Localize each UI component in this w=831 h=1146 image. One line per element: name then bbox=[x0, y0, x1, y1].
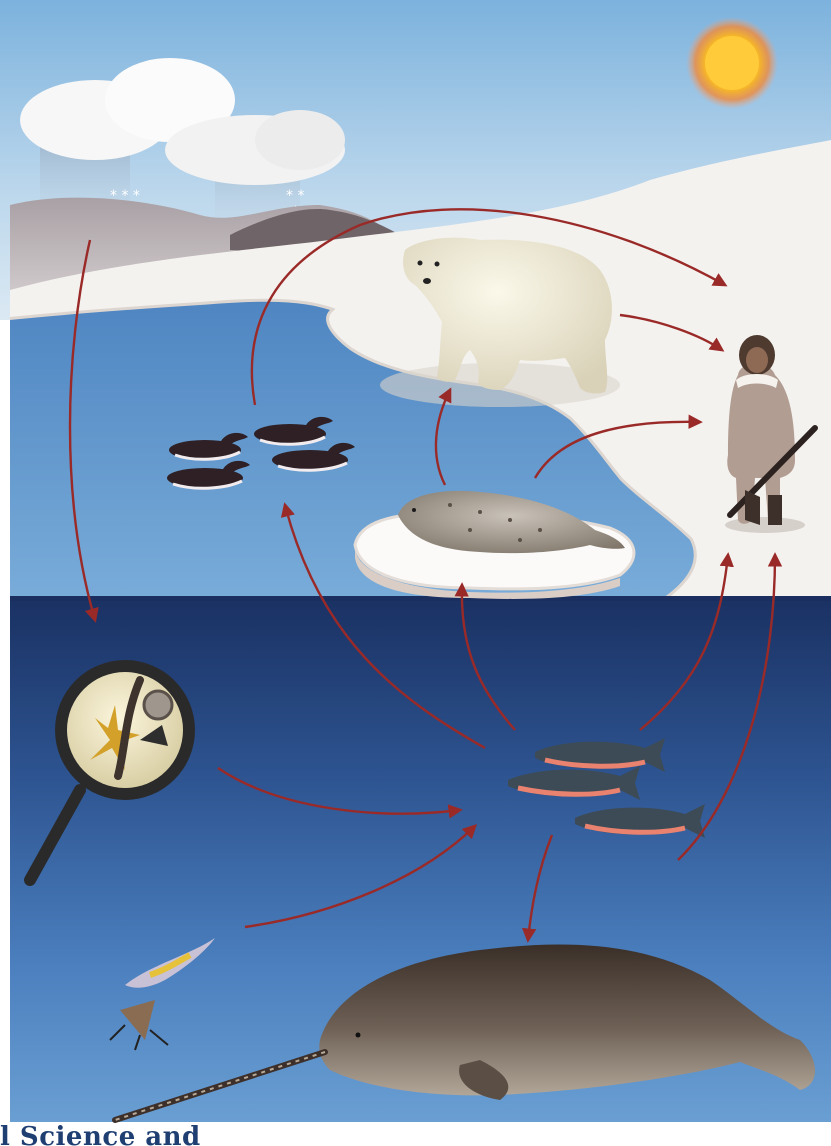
caption-text: l Science and bbox=[0, 1122, 560, 1146]
svg-text:* *: * * bbox=[286, 188, 304, 204]
